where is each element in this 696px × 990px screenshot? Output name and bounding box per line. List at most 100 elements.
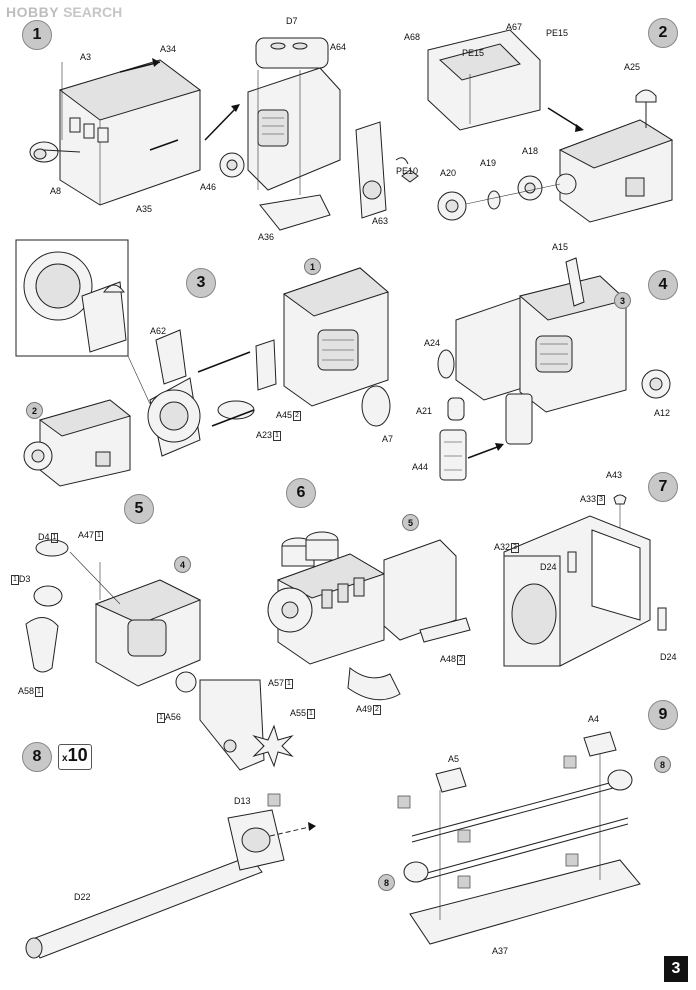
part-label-a35: A35 bbox=[136, 204, 153, 214]
watermark: HOBBY SEARCH bbox=[6, 4, 122, 20]
part-label-a44: A44 bbox=[412, 462, 429, 472]
part-label-a12: A12 bbox=[654, 408, 671, 418]
part-label-a37: A37 bbox=[492, 946, 509, 956]
mark-box-1: 1 bbox=[11, 574, 19, 585]
part-label-a48-text: A48 bbox=[440, 654, 457, 664]
part-label-a23-text: A23 bbox=[256, 430, 273, 440]
ref-badge-3: 3 bbox=[614, 292, 631, 309]
step-8-badge: 8 bbox=[22, 742, 52, 772]
part-label-a32-text: A32 bbox=[494, 542, 511, 552]
part-label-a34: A34 bbox=[160, 44, 177, 54]
part-label-a55-text: A55 bbox=[290, 708, 307, 718]
mark-box-1: 1 bbox=[50, 532, 59, 543]
part-label-d3-text: D3 bbox=[18, 574, 31, 584]
ref-badge-8a: 8 bbox=[654, 756, 671, 773]
part-label-a68: A68 bbox=[404, 32, 421, 42]
part-label-a57-text: A57 bbox=[268, 678, 285, 688]
part-label-a5: A5 bbox=[448, 754, 460, 764]
mark-box-1: 1 bbox=[273, 430, 281, 441]
step3-drawing bbox=[15, 239, 391, 487]
part-label-a56-text: A56 bbox=[164, 712, 181, 722]
part-label-a18: A18 bbox=[522, 146, 539, 156]
part-label-d7: D7 bbox=[286, 16, 298, 26]
step1-drawing bbox=[29, 37, 419, 231]
ref-badge-2: 2 bbox=[26, 402, 43, 419]
quantity-value: 10 bbox=[67, 745, 88, 765]
part-label-d13: D13 bbox=[234, 796, 251, 806]
step8-drawing bbox=[25, 809, 316, 959]
part-label-a3: A3 bbox=[80, 52, 92, 62]
part-label-a67: A67 bbox=[506, 22, 523, 32]
part-label-a46: A46 bbox=[200, 182, 217, 192]
part-label-pe15-a: PE15 bbox=[462, 48, 485, 58]
mark-box-1: 1 bbox=[285, 678, 293, 689]
part-label-a43: A43 bbox=[606, 470, 623, 480]
part-label-a58-text: A58 bbox=[18, 686, 35, 696]
quantity-prefix: x bbox=[62, 753, 68, 764]
step-5-badge: 5 bbox=[124, 494, 154, 524]
step-9-badge: 9 bbox=[648, 700, 678, 730]
part-label-a15: A15 bbox=[552, 242, 569, 252]
step6-drawing bbox=[267, 531, 471, 701]
part-label-a64: A64 bbox=[330, 42, 347, 52]
part-label-a47-text: A47 bbox=[78, 530, 95, 540]
mark-box-3: 3 bbox=[511, 542, 519, 553]
quantity-marker: x10 bbox=[58, 744, 92, 770]
part-label-pe10: PE10 bbox=[396, 166, 419, 176]
step-3-badge: 3 bbox=[186, 268, 216, 298]
step2-drawing bbox=[427, 29, 674, 223]
part-label-a4: A4 bbox=[588, 714, 600, 724]
part-label-a62: A62 bbox=[150, 326, 167, 336]
part-label-d4-text: D4 bbox=[38, 532, 50, 542]
step-6-badge: 6 bbox=[286, 478, 316, 508]
ref-badge-1: 1 bbox=[304, 258, 321, 275]
part-label-a19: A19 bbox=[480, 158, 497, 168]
part-label-a25: A25 bbox=[624, 62, 641, 72]
part-label-d22: D22 bbox=[74, 892, 91, 902]
part-label-a7: A7 bbox=[382, 434, 394, 444]
mark-box-1: 1 bbox=[35, 686, 43, 697]
part-label-a33-text: A33 bbox=[580, 494, 597, 504]
mark-box-3: 3 bbox=[597, 494, 605, 505]
ref-badge-8b: 8 bbox=[378, 874, 395, 891]
mark-box-1: 1 bbox=[95, 530, 103, 541]
step5-drawing bbox=[25, 539, 294, 771]
step4-drawing bbox=[437, 257, 671, 481]
step9-drawing bbox=[397, 731, 641, 945]
ref-badge-4: 4 bbox=[174, 556, 191, 573]
step7-drawing bbox=[503, 494, 667, 667]
part-label-a36: A36 bbox=[258, 232, 275, 242]
part-label-a63: A63 bbox=[372, 216, 389, 226]
page-number: 3 bbox=[664, 956, 688, 982]
mark-box-2: 2 bbox=[457, 654, 465, 665]
mark-box-2: 2 bbox=[373, 704, 381, 715]
part-label-pe15-b: PE15 bbox=[546, 28, 569, 38]
watermark-logo: HOBBY bbox=[6, 4, 60, 20]
step-4-badge: 4 bbox=[648, 270, 678, 300]
part-label-a49-text: A49 bbox=[356, 704, 373, 714]
part-label-d24-b: D24 bbox=[660, 652, 677, 662]
part-label-a24: A24 bbox=[424, 338, 441, 348]
part-label-a45-text: A45 bbox=[276, 410, 293, 420]
part-label-d24-a: D24 bbox=[540, 562, 557, 572]
part-label-a21: A21 bbox=[416, 406, 433, 416]
ref-badge-5: 5 bbox=[402, 514, 419, 531]
mark-box-1: 1 bbox=[307, 708, 315, 719]
part-label-a8: A8 bbox=[50, 186, 62, 196]
part-label-a20: A20 bbox=[440, 168, 457, 178]
mark-box-2: 2 bbox=[293, 410, 301, 421]
